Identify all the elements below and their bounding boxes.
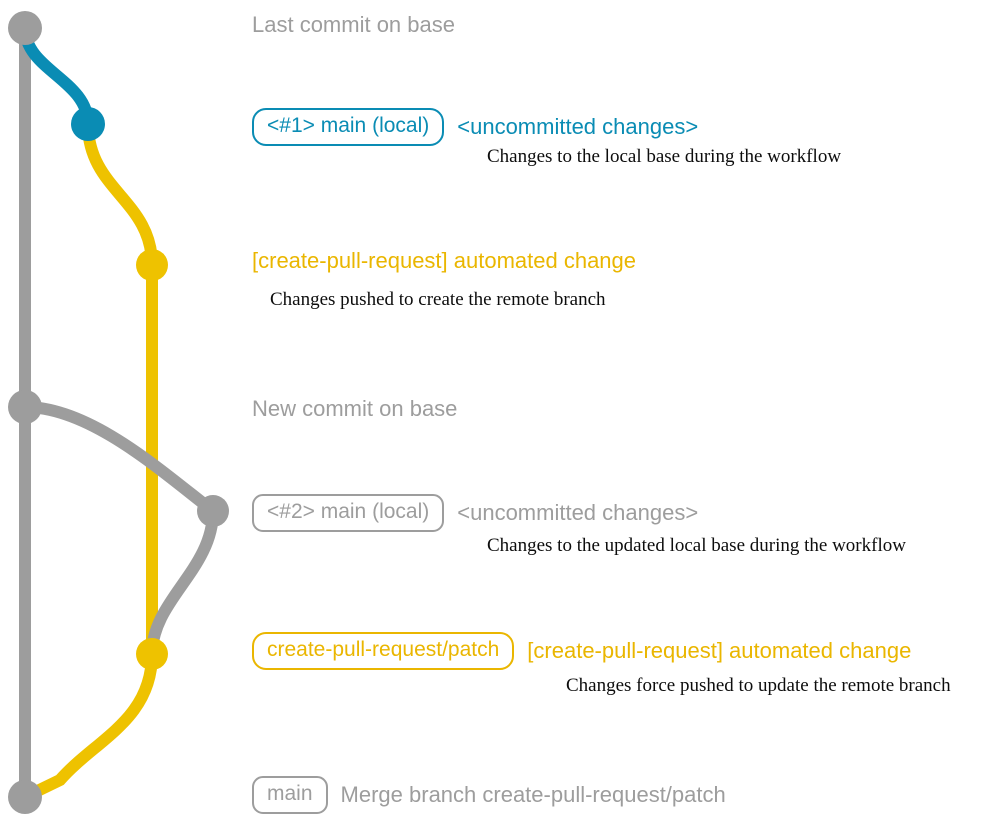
- node-base-new-commit[interactable]: [8, 390, 42, 424]
- node-automated-commit-2[interactable]: [136, 638, 168, 670]
- node-merge-commit[interactable]: [8, 780, 42, 814]
- commit-row-new-commit: New commit on base: [252, 396, 457, 422]
- commit-row-merge: main Merge branch create-pull-request/pa…: [252, 776, 726, 814]
- node-automated-commit-1[interactable]: [136, 249, 168, 281]
- commit-row-local-2: <#2> main (local) <uncommitted changes>: [252, 494, 698, 532]
- commit-headline: [create-pull-request] automated change: [252, 248, 637, 273]
- commit-row-last-commit: Last commit on base: [252, 12, 455, 38]
- gray-side-branch-line: [19, 401, 220, 660]
- commit-caption: Changes pushed to create the remote bran…: [270, 289, 606, 310]
- commit-row-local-1: <#1> main (local) <uncommitted changes>: [252, 108, 698, 146]
- branch-badge-main[interactable]: main: [252, 776, 328, 814]
- commit-headline: Last commit on base: [252, 12, 455, 37]
- node-local-uncommitted-1[interactable]: [71, 107, 105, 141]
- commit-headline: <uncommitted changes>: [457, 500, 699, 525]
- commit-caption: Changes to the local base during the wor…: [487, 146, 842, 167]
- branch-badge-create-pull-request-patch[interactable]: create-pull-request/patch: [252, 632, 515, 670]
- branch-badge-main-local-2[interactable]: <#2> main (local): [252, 494, 445, 532]
- commit-row-automated-2: create-pull-request/patch [create-pull-r…: [252, 632, 911, 670]
- yellow-branch-line: [19, 118, 158, 803]
- commit-headline: <uncommitted changes>: [457, 114, 699, 139]
- commit-headline: [create-pull-request] automated change: [527, 638, 912, 663]
- branch-badge-main-local-1[interactable]: <#1> main (local): [252, 108, 445, 146]
- commit-headline: New commit on base: [252, 396, 458, 421]
- commit-row-automated-1: [create-pull-request] automated change: [252, 248, 636, 274]
- node-local-uncommitted-2[interactable]: [197, 495, 229, 527]
- commit-caption: Changes to the updated local base during…: [487, 535, 906, 556]
- commit-headline: Merge branch create-pull-request/patch: [340, 782, 726, 807]
- teal-branch-line: [19, 22, 94, 130]
- node-base-head-commit[interactable]: [8, 11, 42, 45]
- commit-caption: Changes force pushed to update the remot…: [566, 675, 951, 696]
